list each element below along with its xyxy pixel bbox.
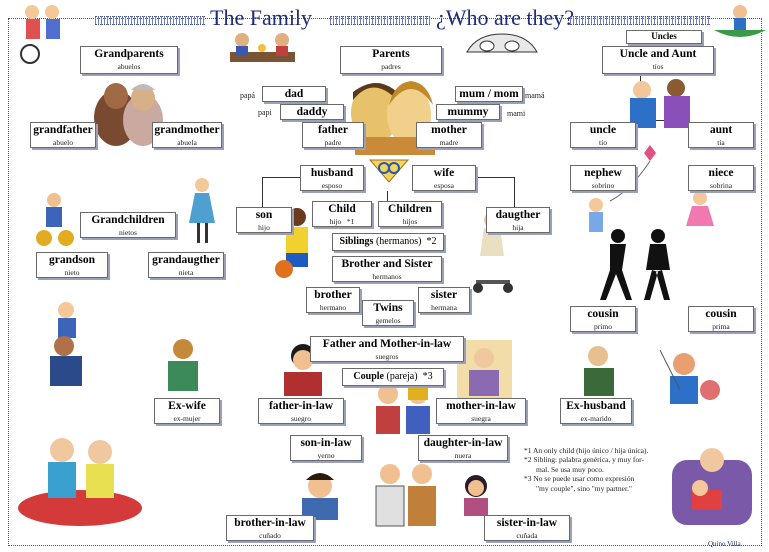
tree-line xyxy=(262,177,263,207)
grandchildren-picture xyxy=(36,193,74,246)
ex-husband-picture xyxy=(584,346,614,396)
note-mark-3: *3 xyxy=(422,371,433,382)
siblings-box: Siblings (hermanos) *2 xyxy=(332,233,444,251)
father-in-law-picture xyxy=(284,344,322,396)
papa-label: papá xyxy=(240,91,256,100)
sister-in-law-picture xyxy=(464,475,488,516)
cousins-silhouette-picture xyxy=(600,229,670,300)
mami-label: mami xyxy=(507,109,526,118)
couple-en: Couple xyxy=(353,371,384,382)
girl-picture xyxy=(189,178,215,243)
footnote-line: *2 Sibling: palabra genérica, y muy for- xyxy=(524,455,645,465)
mama-label: mamá xyxy=(525,91,545,100)
papi-label: papi xyxy=(258,108,272,117)
title-rule-mid xyxy=(330,16,430,25)
footnote-line: *3 No se puede usar como expresión xyxy=(524,474,635,484)
father-son-picture xyxy=(50,302,82,386)
couple-es: (pareja) xyxy=(386,371,418,382)
wedding-rings-icon xyxy=(368,159,410,183)
note-mark-2: *2 xyxy=(426,236,437,247)
tree-line xyxy=(514,177,515,207)
author-credit: Quino Villa xyxy=(708,540,741,548)
uncle-aunt-picture xyxy=(630,79,690,128)
page-subtitle: ¿Who are they? xyxy=(436,5,575,30)
footnotes: *1 An only child (hijo único / hija únic… xyxy=(524,446,666,493)
child-box: Child hijo *1 xyxy=(312,201,372,227)
mother-in-law-picture xyxy=(457,340,512,398)
tree-line xyxy=(387,191,388,203)
tree-line xyxy=(262,177,302,178)
car-picture xyxy=(466,33,538,53)
tree-line xyxy=(470,177,515,178)
title-rule-right xyxy=(570,16,710,25)
brother-in-law-picture xyxy=(302,473,338,520)
uncles-tag: Uncles xyxy=(626,30,702,44)
couple-picture xyxy=(376,383,430,434)
footnote-line: mal. Se usa muy poco. xyxy=(536,464,604,474)
canoe-picture xyxy=(714,5,766,37)
boy-girl-top-left-picture xyxy=(20,5,60,64)
grandpa-reading-picture xyxy=(672,448,752,525)
ex-wife-picture xyxy=(168,339,198,391)
mum-mom-box: mum / mom xyxy=(455,86,523,102)
tree-line xyxy=(640,120,680,121)
footnote-line: *1 An only child (hijo único / hija únic… xyxy=(524,446,649,455)
family-dinner-picture xyxy=(230,33,295,62)
mummy-box: mummy xyxy=(436,104,500,120)
footnote-line: "my couple", sino "my partner." xyxy=(536,483,632,493)
child-es: hijo xyxy=(329,216,342,226)
two-men-picture xyxy=(375,464,436,527)
couple-box: Couple (pareja) *3 xyxy=(342,368,444,386)
fisherman-picture xyxy=(660,350,720,404)
title-rule-left xyxy=(95,16,205,25)
note-mark-1: *1 xyxy=(346,216,355,226)
siblings-es: (hermanos) xyxy=(375,236,422,247)
girl-jumping-picture xyxy=(686,191,714,226)
dad-box: dad xyxy=(262,86,326,102)
son-basketball-picture xyxy=(275,208,308,278)
siblings-en: Siblings xyxy=(339,236,374,247)
picnic-picture xyxy=(18,438,142,526)
daddy-box: daddy xyxy=(280,104,344,120)
page-title: The Family xyxy=(210,5,313,30)
